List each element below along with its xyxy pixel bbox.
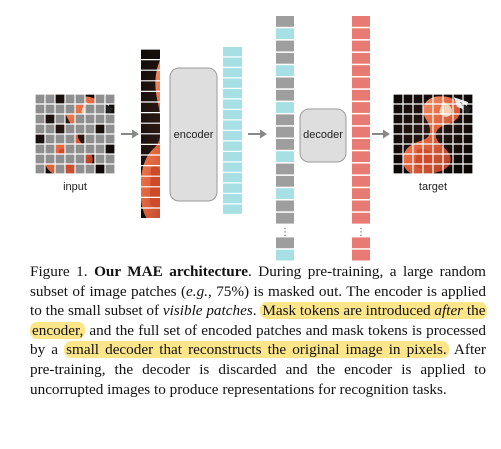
target-image: [392, 93, 474, 175]
highlight-small-decoder: small decoder that reconstructs the orig…: [64, 341, 449, 359]
decoder-output-token: [352, 89, 370, 101]
mask-token: [276, 89, 294, 101]
mask-token: [276, 175, 294, 187]
encoded-token: [223, 68, 242, 78]
decoder-output-token: [352, 40, 370, 52]
caption-text: and the full set of encoded patches and …: [30, 321, 486, 359]
caption-text: , 75%) is masked out. The encoder is app…: [30, 282, 487, 320]
input-masked-image: [34, 93, 116, 175]
caption-eg: e.g.: [186, 282, 208, 300]
decoder-output-token: [352, 102, 370, 113]
encoded-token: [276, 65, 294, 76]
full-token-sequence-column: ⋮: [276, 16, 294, 261]
decoder-block: decoder: [299, 108, 347, 163]
decoder-output-token: [352, 139, 370, 150]
ellipsis-icon: ⋮: [356, 227, 366, 238]
encoded-token: [276, 102, 294, 113]
encoded-token: [223, 204, 242, 214]
mask-token: [276, 139, 294, 150]
decoder-output-token: [352, 77, 370, 89]
encoded-tokens-column: [223, 47, 242, 214]
figure-title: Our MAE architecture: [94, 263, 248, 280]
decoder-output-token: [352, 212, 370, 224]
decoder-output-token: [352, 175, 370, 187]
encoder-block: encoder: [169, 67, 218, 202]
arrow-icon: [372, 129, 390, 139]
encoded-token: [223, 183, 242, 193]
decoder-output-token: [352, 114, 370, 126]
mask-token: [276, 200, 294, 212]
decoder-output-token: [352, 249, 370, 261]
mask-token: [276, 163, 294, 175]
mask-token: [276, 237, 294, 249]
arrow-icon: [248, 129, 267, 139]
decoder-output-token: [352, 16, 370, 27]
mask-token: [276, 77, 294, 89]
decoder-output-token: [352, 200, 370, 212]
decoder-output-token: [352, 151, 370, 163]
mae-architecture-diagram: input encoder ⋮ decoder ⋮ target: [34, 16, 474, 261]
decoder-label: decoder: [303, 129, 343, 141]
encoded-token: [276, 151, 294, 163]
encoded-token: [276, 28, 294, 40]
mask-token: [276, 40, 294, 52]
decoder-output-token: [352, 52, 370, 64]
figure-caption: Figure 1. Our MAE architecture. During p…: [30, 262, 488, 399]
encoded-token: [223, 78, 242, 88]
caption-text: .: [252, 302, 261, 320]
decoder-output-column: ⋮: [352, 16, 370, 261]
figure-label: Figure 1.: [30, 263, 88, 280]
input-label: input: [63, 181, 87, 193]
caption-visible-patches: visible patches: [162, 302, 253, 320]
encoder-label: encoder: [174, 129, 214, 141]
mask-token: [276, 114, 294, 126]
encoded-token: [223, 194, 242, 204]
decoder-output-token: [352, 163, 370, 175]
mask-token: [276, 52, 294, 64]
encoded-token: [276, 249, 294, 261]
mask-token: [276, 212, 294, 224]
encoded-token: [223, 152, 242, 162]
caption-text: . During pre-training, a large random su…: [30, 263, 486, 300]
decoder-output-token: [352, 126, 370, 138]
ellipsis-icon: ⋮: [280, 227, 290, 238]
decoder-output-token: [352, 28, 370, 40]
encoded-token: [223, 131, 242, 141]
encoded-token: [223, 162, 242, 172]
arrow-icon: [121, 129, 139, 139]
decoder-output-token: [352, 188, 370, 199]
encoded-token: [223, 110, 242, 120]
caption-text: After pre-training, the decoder is disca…: [30, 341, 486, 398]
mask-token: [276, 126, 294, 138]
visible-patches-column: [141, 48, 160, 220]
encoded-token: [223, 57, 242, 67]
encoded-token: [223, 99, 242, 109]
decoder-output-token: [352, 65, 370, 76]
encoded-token: [223, 89, 242, 99]
decoder-output-token: [352, 237, 370, 249]
mask-token: [276, 16, 294, 27]
target-label: target: [419, 181, 447, 193]
encoded-token: [223, 120, 242, 130]
encoded-token: [223, 47, 242, 57]
encoded-token: [223, 173, 242, 183]
encoded-token: [223, 141, 242, 151]
encoded-token: [276, 188, 294, 199]
